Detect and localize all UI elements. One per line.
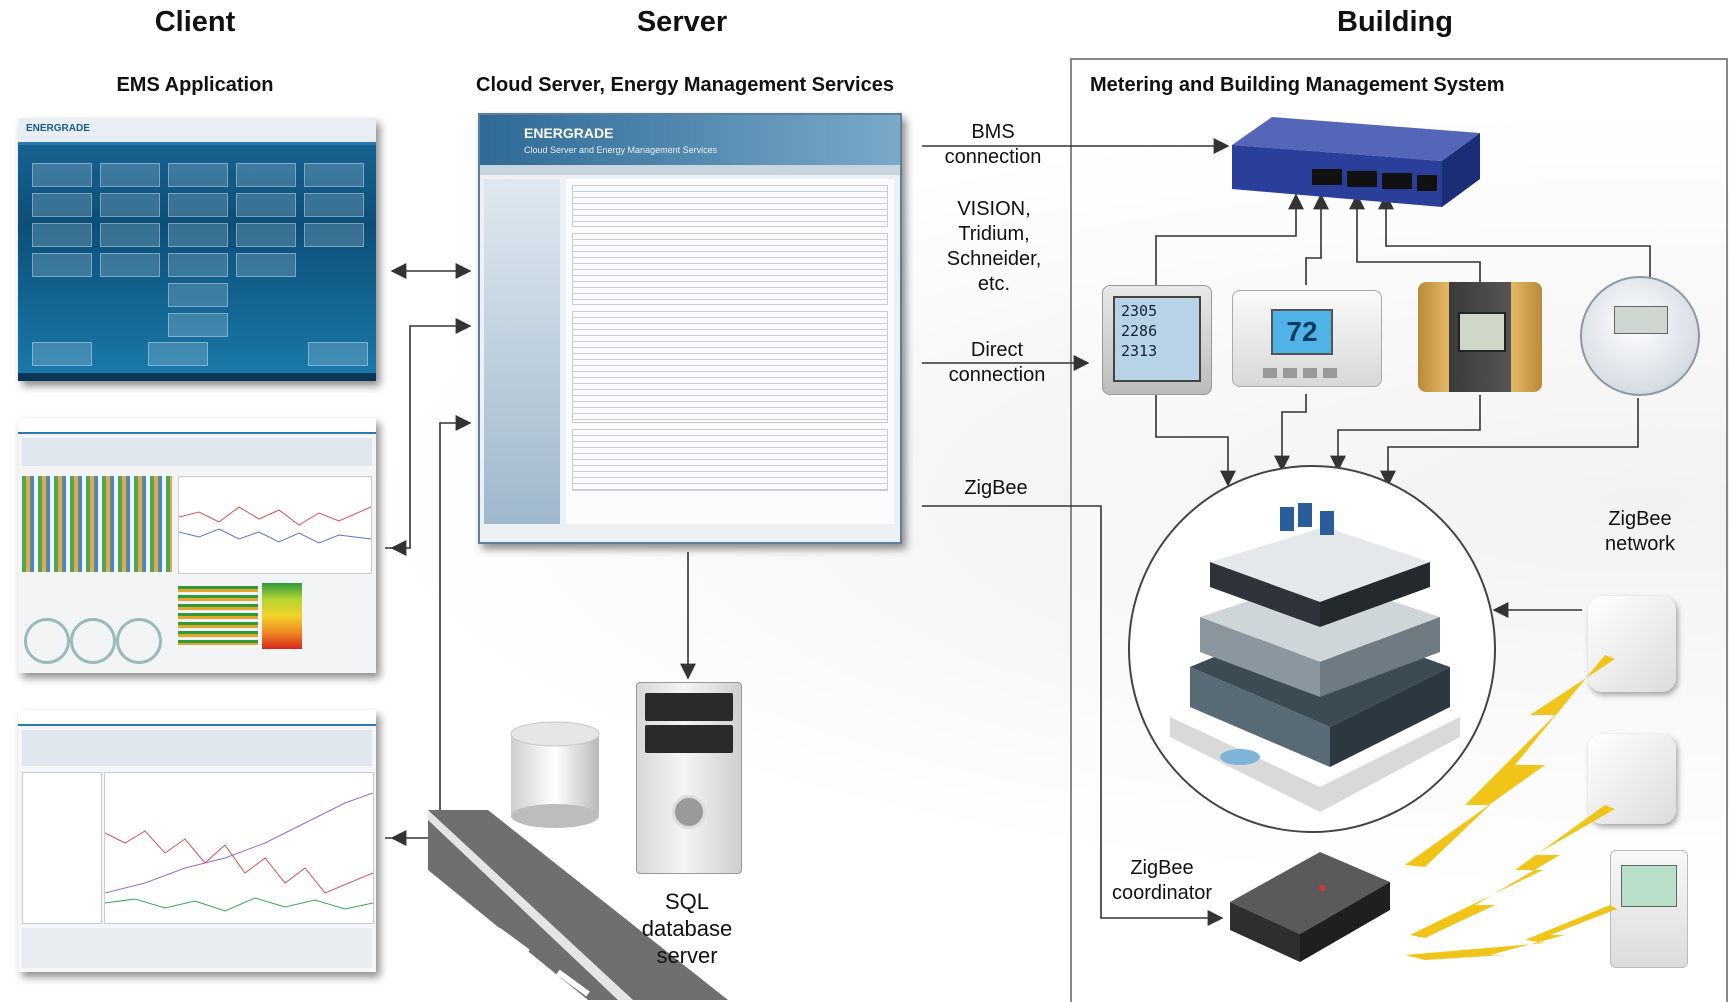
ems-tile xyxy=(236,253,296,277)
building-cutaway-icon xyxy=(1170,503,1460,812)
lightning-bolt-icon xyxy=(1410,805,1615,938)
ems-tile xyxy=(168,223,228,247)
ems-application-title: EMS Application xyxy=(116,74,274,96)
flow-meter-icon xyxy=(1418,282,1542,392)
building-column-title: Building xyxy=(1337,6,1453,38)
building-cutaway-circle xyxy=(1128,465,1496,833)
settings-section xyxy=(572,311,888,423)
sql-database-server-label: SQL database server xyxy=(641,889,733,968)
zigbee-thermostat-display xyxy=(1621,865,1677,907)
dashboard-toolbar xyxy=(22,438,372,466)
power-meter-icon: 2305 2286 2313 xyxy=(1102,285,1212,395)
ems-tile xyxy=(304,193,364,217)
network-switch-icon xyxy=(1232,117,1480,207)
road-graphic xyxy=(428,810,728,1000)
server-brand: ENERGRADE xyxy=(524,125,614,141)
zigbee-thermostat-icon xyxy=(1610,850,1688,968)
dashboard-hbar-chart xyxy=(178,583,258,645)
meter-display: 2305 2286 2313 xyxy=(1113,296,1201,382)
ems-tile xyxy=(308,342,368,366)
flow-meter-display xyxy=(1458,312,1506,352)
lightning-bolt-icon xyxy=(1405,655,1615,867)
server-subtitle: Cloud Server and Energy Management Servi… xyxy=(524,145,718,155)
database-icon xyxy=(510,721,600,828)
ems-main-menu-screenshot: ENERGRADE xyxy=(18,118,376,381)
ems-trend-screenshot xyxy=(18,710,376,972)
ems-tile xyxy=(100,223,160,247)
ems-tile xyxy=(168,313,228,337)
ems-status-bar xyxy=(18,373,376,381)
thermostat-icon: 72 xyxy=(1232,290,1382,387)
drive-bay xyxy=(645,725,733,753)
settings-section xyxy=(572,185,888,227)
server-tabs xyxy=(480,165,900,175)
ems-tile xyxy=(32,223,92,247)
dashboard-gauge xyxy=(70,618,116,664)
zigbee-coordinator-label: ZigBee coordinator xyxy=(1111,857,1213,904)
ems-tile xyxy=(32,193,92,217)
ems-tile xyxy=(100,253,160,277)
metering-bms-title: Metering and Building Management System xyxy=(1090,74,1505,96)
settings-section xyxy=(572,233,888,305)
ems-tile xyxy=(168,283,228,307)
ems-tile xyxy=(32,253,92,277)
client-column-title: Client xyxy=(154,6,236,38)
sql-server-tower-icon xyxy=(636,682,742,874)
electric-meter-icon xyxy=(1580,276,1700,396)
ems-tile xyxy=(304,223,364,247)
energy-label-scale xyxy=(262,583,302,649)
ems-brand: ENERGRADE xyxy=(26,123,90,134)
dashboard-gauge xyxy=(116,618,162,664)
bms-connection-label: BMS connection xyxy=(944,121,1042,168)
zigbee-signal-bolts xyxy=(1405,655,1617,960)
ems-tile xyxy=(32,163,92,187)
drive-bay xyxy=(645,693,733,721)
settings-section xyxy=(572,429,888,491)
ems-tile xyxy=(100,193,160,217)
ems-tile xyxy=(304,163,364,187)
ems-tile xyxy=(168,163,228,187)
zigbee-coordinator-device-icon: ◆ xyxy=(1230,852,1390,962)
cloud-server-title: Cloud Server, Energy Management Services xyxy=(476,74,894,96)
ems-tile xyxy=(148,342,208,366)
thermostat-buttons xyxy=(1263,368,1343,378)
ems-tile xyxy=(168,253,228,277)
server-nav-tree xyxy=(484,179,560,524)
trend-tree xyxy=(22,772,102,924)
lightning-bolt-icon xyxy=(1405,905,1617,960)
server-settings-panel xyxy=(566,179,894,524)
ems-tile xyxy=(32,342,92,366)
dashboard-header xyxy=(18,418,376,434)
trend-chart xyxy=(104,772,374,924)
ems-tile xyxy=(236,223,296,247)
zigbee-label: ZigBee xyxy=(964,477,1028,499)
power-button xyxy=(672,795,706,829)
ems-tile xyxy=(100,163,160,187)
zigbee-plug-device-icon xyxy=(1588,596,1676,692)
server-banner: ENERGRADE Cloud Server and Energy Manage… xyxy=(480,115,900,165)
trend-header xyxy=(18,710,376,726)
trend-toolbar xyxy=(22,730,372,766)
ems-header: ENERGRADE xyxy=(18,118,376,145)
thermostat-display: 72 xyxy=(1271,309,1333,355)
zigbee-network-label: ZigBee network xyxy=(1604,508,1676,555)
bms-vendors-label: VISION, Tridium, Schneider, etc. xyxy=(946,198,1042,295)
server-column-title: Server xyxy=(636,6,728,38)
dashboard-line-chart xyxy=(178,476,372,574)
direct-connection-label: Direct connection xyxy=(948,339,1046,386)
ems-tile xyxy=(236,163,296,187)
dashboard-gauge xyxy=(24,618,70,664)
trend-legend xyxy=(22,928,372,968)
dashboard-bar-chart xyxy=(22,476,172,572)
cloud-server-screenshot: ENERGRADE Cloud Server and Energy Manage… xyxy=(478,113,902,544)
electric-meter-display xyxy=(1614,306,1668,334)
ems-tile xyxy=(236,193,296,217)
ems-tile xyxy=(168,193,228,217)
ems-dashboard-screenshot xyxy=(18,418,376,673)
